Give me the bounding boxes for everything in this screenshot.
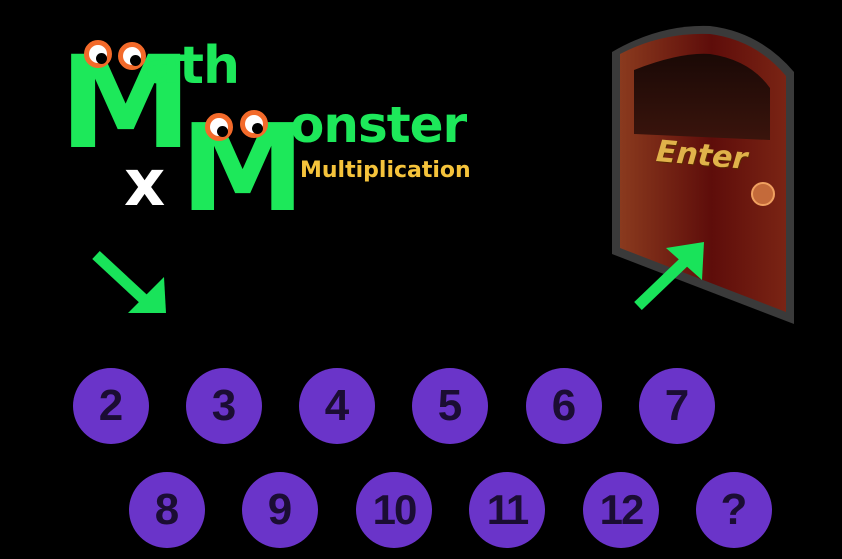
game-logo: M ath x M onster Multiplication — [0, 0, 520, 240]
number-button-11[interactable]: 11 — [469, 472, 545, 548]
eye-icon — [118, 42, 146, 70]
number-button-4[interactable]: 4 — [299, 368, 375, 444]
number-button-9[interactable]: 9 — [242, 472, 318, 548]
number-button-6[interactable]: 6 — [526, 368, 602, 444]
number-button-3[interactable]: 3 — [186, 368, 262, 444]
eye-icon — [205, 113, 233, 141]
eye-icon — [84, 40, 112, 68]
number-button-12[interactable]: 12 — [583, 472, 659, 548]
logo-subtitle: Multiplication — [300, 158, 471, 183]
number-button-10[interactable]: 10 — [356, 472, 432, 548]
logo-word-onster: onster — [290, 96, 467, 154]
logo-word-ath: ath — [145, 36, 240, 96]
number-button-8[interactable]: 8 — [129, 472, 205, 548]
number-button-2[interactable]: 2 — [73, 368, 149, 444]
enter-door[interactable] — [600, 22, 800, 332]
number-button-5[interactable]: 5 — [412, 368, 488, 444]
door-knob-icon[interactable] — [751, 182, 775, 206]
random-number-button[interactable]: ? — [696, 472, 772, 548]
arrow-icon — [92, 250, 166, 313]
logo-times-sign: x — [124, 147, 166, 221]
arrow-icon — [634, 242, 704, 310]
number-button-7[interactable]: 7 — [639, 368, 715, 444]
eye-icon — [240, 110, 268, 138]
